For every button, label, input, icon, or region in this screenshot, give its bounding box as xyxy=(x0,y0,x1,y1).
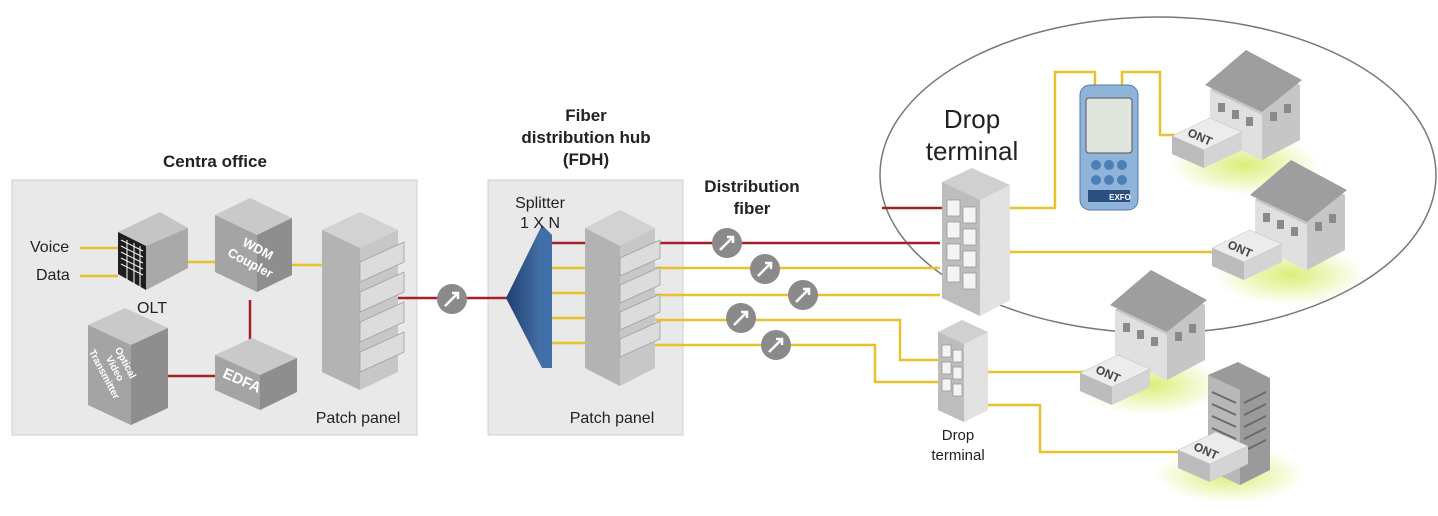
co-patch-panel-label: Patch panel xyxy=(316,410,401,427)
drop-terminal-main-line1: Drop xyxy=(944,104,1000,134)
optical-video-transmitter-box xyxy=(88,308,168,425)
ont-box-1 xyxy=(1171,117,1243,168)
distribution-fiber-line1: Distribution xyxy=(704,177,799,196)
splitter xyxy=(506,225,552,368)
optical-power-meter xyxy=(1079,84,1139,211)
drop-terminal-small-line1: Drop xyxy=(942,427,975,444)
olt-label: OLT xyxy=(137,300,167,317)
ont-box-4 xyxy=(1177,431,1249,482)
splitter-label-line2: 1 X N xyxy=(520,215,560,232)
central-office-patch-panel xyxy=(322,212,405,390)
fdh-title-line3: (FDH) xyxy=(563,150,609,169)
ont-box-3 xyxy=(1079,354,1151,405)
fdh-patch-panel-label: Patch panel xyxy=(570,410,655,427)
fdh-patch-panel xyxy=(585,210,661,386)
wdm-coupler-box xyxy=(215,198,292,292)
olt-device xyxy=(118,212,188,290)
distribution-fiber-line2: fiber xyxy=(734,199,771,218)
fdh-title-line1: Fiber xyxy=(565,106,607,125)
fdh-title-line2: distribution hub xyxy=(521,128,650,147)
main-drop-terminal xyxy=(942,168,1010,316)
drop-terminal-main-line2: terminal xyxy=(926,136,1018,166)
data-label: Data xyxy=(36,267,70,284)
edfa-box xyxy=(215,338,297,410)
small-drop-terminal xyxy=(938,320,988,422)
drop-terminal-small-line2: terminal xyxy=(931,447,984,464)
voice-label: Voice xyxy=(30,239,69,256)
connectors xyxy=(437,228,818,360)
ont-box-2 xyxy=(1211,229,1283,280)
central-office-title: Centra office xyxy=(163,152,267,171)
meter-brand: EXFO xyxy=(1109,193,1131,202)
splitter-label-line1: Splitter xyxy=(515,195,565,212)
